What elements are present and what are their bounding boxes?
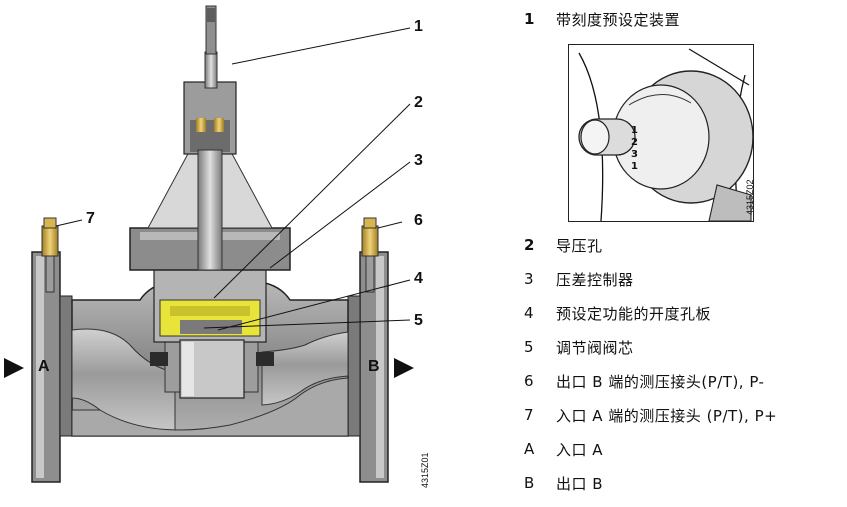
inlet-arrow-icon — [4, 358, 24, 378]
legend-text: 压差控制器 — [556, 270, 634, 289]
legend-text: 入口 A — [556, 440, 604, 459]
drawing-code-main: 4315Z01 — [420, 452, 430, 488]
legend-item-1: 1 带刻度预设定装置 — [524, 8, 680, 30]
callout-3: 3 — [414, 152, 423, 169]
legend-text: 出口 B 端的测压接头(P/T), P- — [556, 372, 765, 391]
callout-1: 1 — [414, 18, 423, 35]
legend-text: 导压孔 — [556, 236, 603, 255]
outlet-arrow-icon — [394, 358, 414, 378]
leader-lines — [55, 27, 411, 331]
dial-digit: 3 — [631, 149, 638, 160]
legend-item-b: B 出口 B — [524, 472, 603, 494]
dial-digit: 1 — [631, 161, 638, 172]
callout-4: 4 — [414, 270, 423, 287]
preset-dial-inset: 1 2 3 1 4315Z02 — [568, 44, 754, 222]
legend-text: 调节阀阀芯 — [556, 338, 634, 357]
legend-key: 7 — [524, 406, 534, 424]
drawing-code-inset: 4315Z02 — [745, 179, 754, 215]
valve-plug — [150, 339, 274, 399]
legend-item-3: 3 压差控制器 — [524, 268, 634, 290]
dial-digit: 1 — [631, 125, 638, 136]
inlet-test-point — [41, 217, 59, 293]
legend-key: 5 — [524, 338, 534, 356]
callout-6: 6 — [414, 212, 423, 229]
legend-item-5: 5 调节阀阀芯 — [524, 336, 634, 358]
legend-item-2: 2 导压孔 — [524, 234, 603, 256]
legend-text: 预设定功能的开度孔板 — [556, 304, 712, 323]
legend-text: 带刻度预设定装置 — [556, 10, 681, 29]
legend-key: 3 — [524, 270, 534, 288]
legend-key: A — [524, 440, 535, 458]
dial-scale: 1 2 3 1 — [631, 125, 638, 173]
legend-key: 2 — [524, 236, 535, 254]
legend-text: 入口 A 端的测压接头 (P/T), P+ — [556, 406, 778, 425]
port-b-label: B — [368, 358, 380, 375]
port-a-label: A — [38, 358, 50, 375]
legend-key: 1 — [524, 10, 535, 28]
differential-controller — [153, 267, 267, 343]
callout-5: 5 — [414, 312, 423, 329]
dial-digit: 2 — [631, 137, 638, 148]
legend-item-7: 7 入口 A 端的测压接头 (P/T), P+ — [524, 404, 777, 426]
right-flange — [347, 251, 389, 483]
preset-dial-illustration — [578, 48, 753, 221]
bonnet — [129, 5, 291, 271]
legend-key: 4 — [524, 304, 534, 322]
legend-item-6: 6 出口 B 端的测压接头(P/T), P- — [524, 370, 764, 392]
legend-item-4: 4 预设定功能的开度孔板 — [524, 302, 711, 324]
legend-item-a: A 入口 A — [524, 438, 603, 460]
callout-2: 2 — [414, 94, 423, 111]
legend-key: 6 — [524, 372, 534, 390]
callout-7: 7 — [86, 210, 95, 227]
legend-text: 出口 B — [556, 474, 604, 493]
outlet-test-point — [361, 217, 379, 293]
legend-key: B — [524, 474, 535, 492]
